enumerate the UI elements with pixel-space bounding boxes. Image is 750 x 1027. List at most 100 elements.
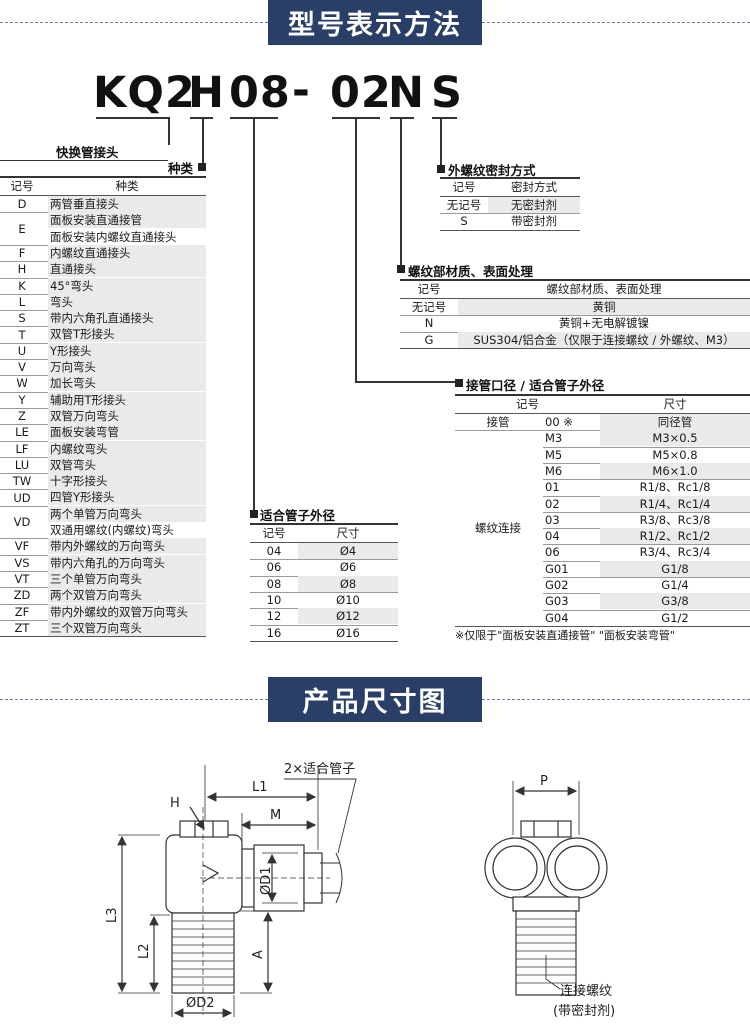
table-row-code: LE <box>15 425 29 440</box>
table-row-code: 无记号 <box>446 198 482 212</box>
table-row-name: 辅助用T形接头 <box>48 391 206 408</box>
table-row-name: 弯头 <box>48 293 206 310</box>
table-row-code: L <box>18 294 26 309</box>
table-row-name: 双管万向弯头 <box>48 407 206 424</box>
table-note: ※仅限于"面板安装直通接管" "面板安装弯管" <box>455 628 675 642</box>
table-row-value: 带密封剂 <box>511 214 557 229</box>
table-header: 尺寸 <box>663 397 687 411</box>
model-part-material: N <box>388 68 425 118</box>
table-row-value: R3/4、Rc3/4 <box>639 545 711 560</box>
divider <box>543 577 750 578</box>
table-row-code: 12 <box>266 609 282 624</box>
table-row-code: 03 <box>545 512 560 527</box>
table-header: 记号 <box>262 526 286 540</box>
table-row-code: 04 <box>266 544 282 558</box>
divider <box>455 625 750 627</box>
table-row-name: 两个单管万向弯头 <box>48 505 206 522</box>
dim-tube-label: 2×适合管子 <box>284 762 355 777</box>
table-row-name: 三个单管万向弯头 <box>48 570 206 587</box>
divider <box>250 624 398 626</box>
divider <box>440 196 580 197</box>
table-row-name: 面板安装内螺纹直通接头 <box>50 229 177 244</box>
label-quick-connector: 快换管接头 <box>56 145 119 160</box>
table-row-name: 加长弯头 <box>48 375 206 392</box>
table-row-code: 04 <box>545 529 560 544</box>
table-row-name: 四管Y形接头 <box>48 489 206 506</box>
divider <box>250 559 398 561</box>
table-row-name: 带内六角孔的万向弯头 <box>48 554 206 571</box>
model-part-port: 02 <box>330 68 392 118</box>
divider <box>543 446 750 448</box>
dim-D2: ØD2 <box>186 996 215 1011</box>
table-row-value: R1/4、Rc1/4 <box>600 495 750 512</box>
table-row-name: 两管垂直接头 <box>48 196 206 212</box>
divider <box>250 591 398 593</box>
divider <box>250 542 398 543</box>
table-row-name: 面板安装弯管 <box>48 424 206 441</box>
table-row-code: VD <box>13 515 31 529</box>
model-part-type: H <box>188 68 225 118</box>
section-title-dimensions: 产品尺寸图 <box>268 677 482 722</box>
table-row-value: SUS304/铝合金（仅限于连接螺纹 / 外螺纹、M3） <box>458 331 750 348</box>
table-row-value: G1/2 <box>661 610 689 625</box>
divider <box>543 544 750 546</box>
divider <box>250 640 398 642</box>
table-row-code: Z <box>18 409 26 424</box>
table-row-code: LF <box>15 441 29 456</box>
table-row-name: 万向弯头 <box>48 359 206 375</box>
table-row-name: 带内外螺纹的万向弯头 <box>48 538 206 555</box>
table-row-code: 02 <box>545 496 560 511</box>
table-row-value: G3/8 <box>600 593 750 610</box>
table-row-value: Ø10 <box>336 592 360 607</box>
table-row-code: M5 <box>545 447 563 462</box>
table-row-name: 直通接头 <box>48 261 206 278</box>
table-row-name: 面板安装直通接管 <box>48 212 206 229</box>
table-row-name: 双通用螺纹(内螺纹)弯头 <box>50 523 174 537</box>
table-row-code: M3 <box>545 431 563 446</box>
table-row-code: S <box>460 214 468 229</box>
model-part-dash: - <box>292 66 311 116</box>
table-row-value: M6×1.0 <box>600 462 750 479</box>
table-header: 记号 <box>452 180 476 194</box>
table-row-code: W <box>16 376 28 391</box>
table-row-code: TW <box>12 474 32 489</box>
table-row-code: G04 <box>545 610 569 625</box>
table-row-name: 三个双管万向弯头 <box>48 619 206 636</box>
table-row-code: H <box>17 262 27 277</box>
dimension-diagram: 2×适合管子 L1 M H L3 L2 A ØD1 ØD2 P 连接螺纹 (带密… <box>105 762 615 1019</box>
table-row-value: R1/2、Rc1/2 <box>600 528 750 545</box>
model-part-tube: 08 <box>229 68 291 118</box>
table-header: 螺纹部材质、表面处理 <box>546 282 662 296</box>
table-row-code: 06 <box>545 545 560 560</box>
table-row-value: Ø12 <box>298 608 398 625</box>
dim-L2: L2 <box>137 943 152 959</box>
table-row-value: G1/8 <box>600 560 750 577</box>
label-type: 种类 <box>168 161 194 176</box>
table-row-code: G01 <box>545 561 569 576</box>
table-header: 记号 <box>10 179 34 193</box>
table-row-code: S <box>18 311 26 326</box>
table-row-code: 无记号 <box>411 300 447 314</box>
table-row-code: U <box>17 343 27 358</box>
table-row-value: Ø16 <box>336 625 360 640</box>
divider <box>400 347 750 349</box>
dim-P: P <box>540 774 548 789</box>
thread-note: (带密封剂) <box>553 1003 615 1019</box>
table-row-code: 16 <box>266 625 282 640</box>
table-row-code: ZD <box>13 588 31 603</box>
table-row-name: 带内外螺纹的双管万向弯头 <box>48 603 206 620</box>
table-row-name: 双管T形接头 <box>48 326 206 343</box>
divider <box>400 298 750 299</box>
table-row-code: K <box>18 278 26 293</box>
table-row-code: 10 <box>266 592 282 607</box>
divider <box>0 195 206 196</box>
table-row-code: G03 <box>545 594 569 609</box>
divider <box>440 213 580 215</box>
table-row-code: ZT <box>14 620 30 635</box>
table-header: 种类 <box>115 179 139 193</box>
table-header: 记号 <box>516 397 539 411</box>
table-row-group: 螺纹连接 <box>475 521 521 536</box>
table-row-name: 两个双管万向弯头 <box>48 587 206 604</box>
table-row-code: VT <box>14 572 30 587</box>
table-row-code: 00 ※ <box>545 415 573 429</box>
